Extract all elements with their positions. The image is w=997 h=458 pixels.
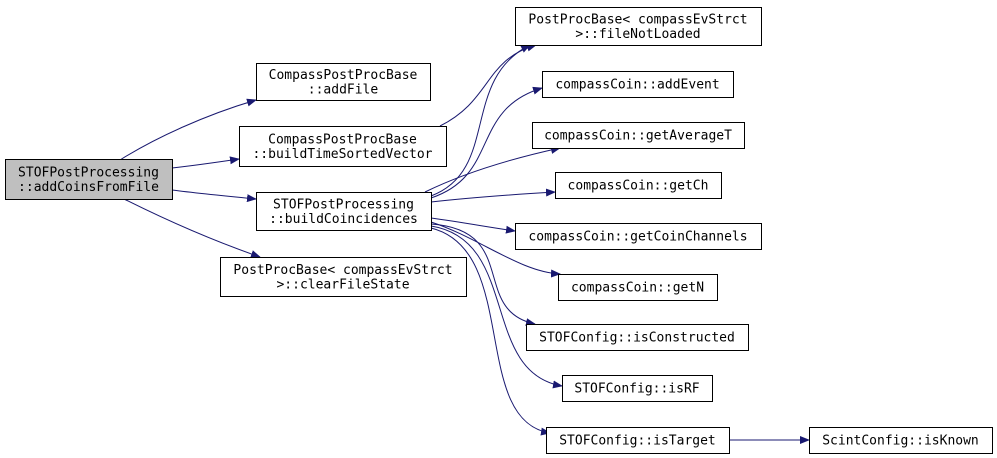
node-box-addFile bbox=[256, 63, 431, 101]
node-fileNotLoaded[interactable]: PostProcBase< compassEvStrct>::fileNotLo… bbox=[515, 7, 762, 46]
node-box-getN bbox=[558, 274, 718, 301]
node-isConstructed[interactable]: STOFConfig::isConstructed bbox=[526, 324, 749, 351]
node-root[interactable]: STOFPostProcessing::addCoinsFromFile bbox=[5, 159, 173, 200]
edge-buildCoincidences-to-getAverageT bbox=[424, 146, 561, 193]
edge-buildTimeSortedVector-to-fileNotLoaded bbox=[439, 43, 537, 127]
edge-buildCoincidences-to-isTarget bbox=[430, 227, 551, 436]
node-box-isRF bbox=[562, 375, 713, 402]
node-isRF[interactable]: STOFConfig::isRF bbox=[562, 375, 713, 402]
node-buildTimeSortedVector[interactable]: CompassPostProcBase::buildTimeSortedVect… bbox=[239, 126, 447, 167]
node-label-addFile-line-0: CompassPostProcBase bbox=[269, 68, 418, 83]
edge-buildCoincidences-to-getCoinChannels bbox=[430, 217, 516, 234]
node-getN[interactable]: compassCoin::getN bbox=[558, 274, 718, 301]
node-label-addFile-line-1: ::addFile bbox=[308, 82, 379, 97]
node-getAverageT[interactable]: compassCoin::getAverageT bbox=[532, 122, 745, 149]
edge-root-to-buildCoincidences bbox=[171, 189, 257, 203]
edge-buildCoincidences-to-isConstructed bbox=[430, 223, 536, 327]
node-label-clearFileState-line-1: >::clearFileState bbox=[276, 277, 409, 292]
node-box-isConstructed bbox=[526, 324, 749, 351]
node-label-clearFileState-line-0: PostProcBase< compassEvStrct bbox=[233, 263, 452, 278]
node-label-buildCoincidences-line-1: ::buildCoincidences bbox=[269, 212, 418, 227]
edge-buildCoincidences-to-isRF bbox=[430, 225, 563, 389]
node-box-isKnown bbox=[809, 427, 993, 454]
node-getCh[interactable]: compassCoin::getCh bbox=[555, 172, 722, 199]
edge-buildCoincidences-to-getN bbox=[430, 221, 561, 278]
node-label-isKnown-line-0: ScintConfig::isKnown bbox=[822, 434, 979, 449]
node-box-getAverageT bbox=[532, 122, 745, 149]
node-isTarget[interactable]: STOFConfig::isTarget bbox=[546, 427, 730, 454]
node-label-root-line-0: STOFPostProcessing bbox=[18, 165, 159, 180]
node-label-buildTimeSortedVector-line-1: ::buildTimeSortedVector bbox=[252, 147, 432, 162]
node-getCoinChannels[interactable]: compassCoin::getCoinChannels bbox=[515, 223, 762, 250]
node-label-fileNotLoaded-line-1: >::fileNotLoaded bbox=[575, 27, 700, 42]
nodes-layer: STOFPostProcessing::addCoinsFromFile Comp… bbox=[5, 7, 993, 454]
edge-buildCoincidences-to-getCh bbox=[430, 188, 556, 203]
node-label-addEvent-line-0: compassCoin::addEvent bbox=[555, 78, 719, 93]
node-label-isTarget-line-0: STOFConfig::isTarget bbox=[559, 434, 716, 449]
edge-root-to-buildTimeSortedVector bbox=[171, 156, 240, 169]
node-box-clearFileState bbox=[220, 257, 467, 297]
edge-buildCoincidences-to-fileNotLoaded bbox=[430, 44, 531, 197]
node-label-isConstructed-line-0: STOFConfig::isConstructed bbox=[539, 331, 735, 346]
node-box-fileNotLoaded bbox=[515, 7, 762, 46]
node-box-getCoinChannels bbox=[515, 223, 762, 250]
node-label-fileNotLoaded-line-0: PostProcBase< compassEvStrct bbox=[528, 12, 747, 27]
node-label-getN-line-0: compassCoin::getN bbox=[571, 281, 704, 296]
node-buildCoincidences[interactable]: STOFPostProcessing::buildCoincidences bbox=[256, 192, 432, 231]
node-label-getCh-line-0: compassCoin::getCh bbox=[568, 179, 709, 194]
node-label-getAverageT-line-0: compassCoin::getAverageT bbox=[544, 129, 732, 144]
node-isKnown[interactable]: ScintConfig::isKnown bbox=[809, 427, 993, 454]
node-addEvent[interactable]: compassCoin::addEvent bbox=[542, 71, 734, 98]
node-label-buildTimeSortedVector-line-0: CompassPostProcBase bbox=[268, 132, 417, 147]
node-box-root bbox=[5, 159, 173, 200]
node-label-getCoinChannels-line-0: compassCoin::getCoinChannels bbox=[528, 230, 747, 245]
node-addFile[interactable]: CompassPostProcBase::addFile bbox=[256, 63, 431, 101]
node-box-buildTimeSortedVector bbox=[239, 126, 447, 167]
node-box-buildCoincidences bbox=[256, 192, 432, 231]
node-box-isTarget bbox=[546, 427, 730, 454]
node-box-addEvent bbox=[542, 71, 734, 98]
edge-root-to-clearFileState bbox=[123, 198, 261, 258]
edge-root-to-addFile bbox=[119, 98, 257, 161]
node-clearFileState[interactable]: PostProcBase< compassEvStrct>::clearFile… bbox=[220, 257, 467, 297]
edge-buildCoincidences-to-addEvent bbox=[430, 86, 543, 199]
node-label-root-line-1: ::addCoinsFromFile bbox=[18, 180, 159, 195]
node-label-isRF-line-0: STOFConfig::isRF bbox=[574, 382, 699, 397]
edges-layer bbox=[119, 43, 810, 444]
node-box-getCh bbox=[555, 172, 722, 199]
node-label-buildCoincidences-line-0: STOFPostProcessing bbox=[273, 197, 414, 212]
